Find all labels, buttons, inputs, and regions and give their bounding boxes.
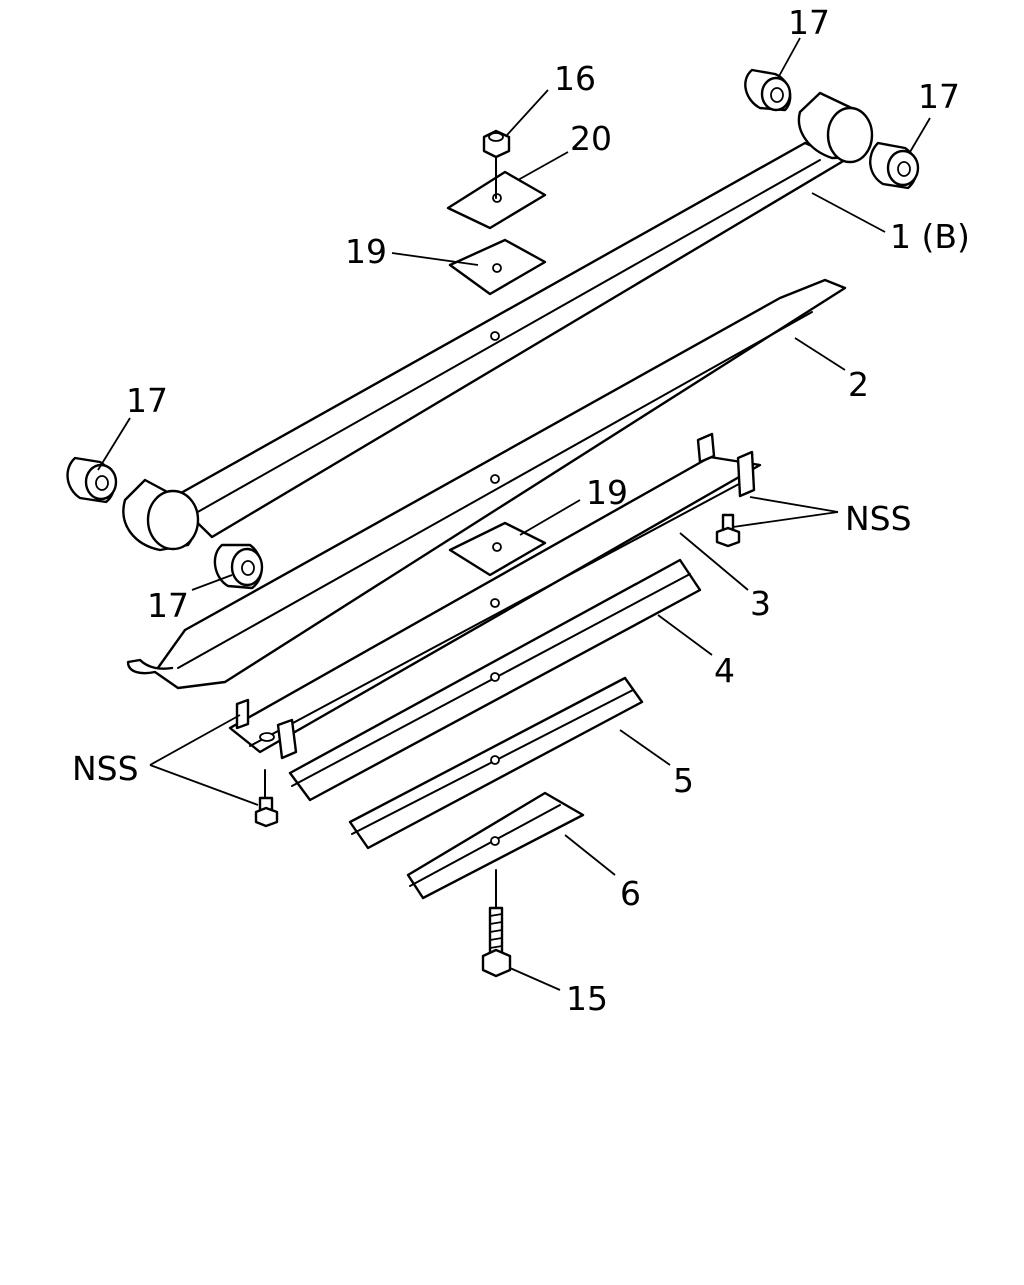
main-leaf-1b	[122, 91, 874, 552]
label-part-20: 20	[570, 119, 612, 158]
label-part-16: 16	[554, 59, 596, 98]
label-part-2: 2	[848, 365, 869, 404]
label-part-3: 3	[750, 584, 771, 623]
label-part-5: 5	[673, 761, 694, 800]
label-part-15: 15	[566, 979, 608, 1018]
label-part-17-top: 17	[788, 3, 830, 42]
front-clip	[235, 698, 298, 760]
label-nss-left: NSS	[72, 749, 139, 788]
label-part-19-mid: 19	[586, 473, 628, 512]
rear-eye	[797, 91, 874, 164]
third-leaf-3	[228, 432, 762, 760]
label-part-1b: 1 (B)	[890, 217, 970, 256]
bushing-17-bottom	[213, 543, 264, 590]
bushing-17-right	[869, 141, 920, 190]
leaf-4	[288, 558, 702, 802]
label-part-17-left: 17	[126, 381, 168, 420]
label-part-17-right: 17	[918, 77, 960, 116]
bushing-17-left	[66, 456, 118, 504]
rear-clip	[696, 432, 756, 498]
bushing-17-top	[744, 68, 792, 112]
leaf-5	[348, 676, 644, 850]
label-nss-right: NSS	[845, 499, 912, 538]
label-part-6: 6	[620, 874, 641, 913]
label-part-19-top: 19	[345, 232, 387, 271]
nut-16	[482, 129, 511, 199]
leader-lines	[97, 37, 931, 991]
center-bolt-15	[481, 869, 512, 978]
clip-bolt-left	[254, 769, 279, 828]
clip-bolt-right	[715, 513, 741, 548]
label-part-4: 4	[714, 651, 735, 690]
second-leaf-2	[126, 278, 847, 690]
leaf-6	[406, 791, 585, 900]
label-part-17-bottom: 17	[147, 586, 189, 625]
front-eye	[122, 478, 200, 552]
